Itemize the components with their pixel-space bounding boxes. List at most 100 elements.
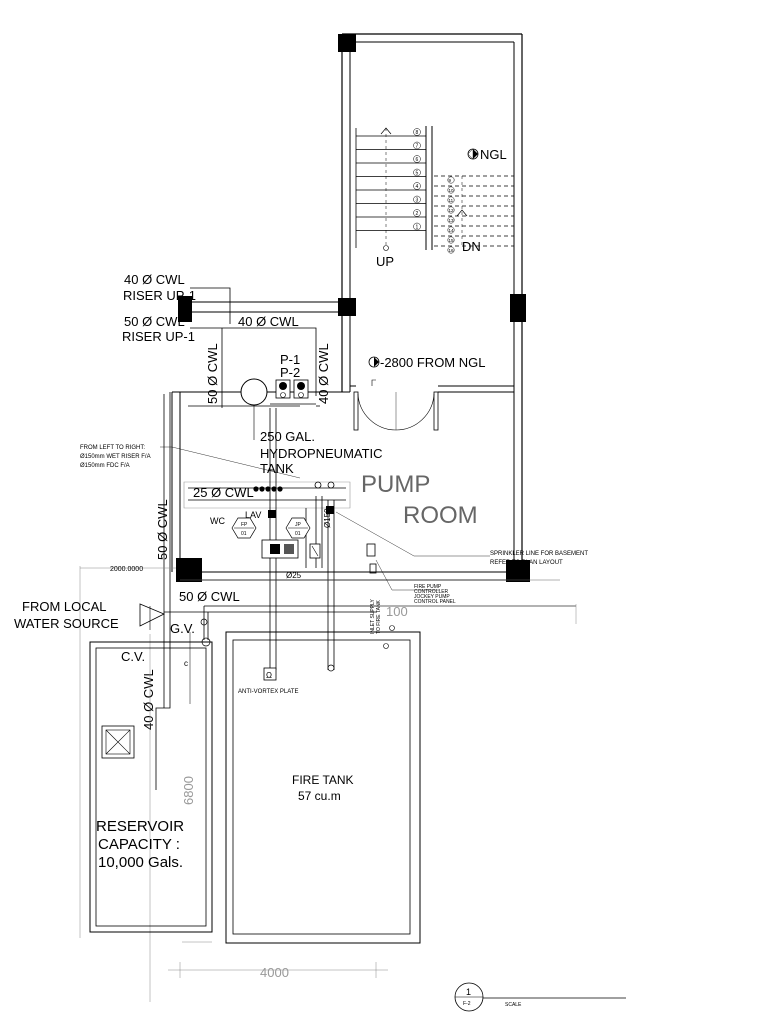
dia-150-label: Ø150 [323,508,332,528]
sheet-ref: F-2 [463,1001,471,1007]
inlet-note-1: INLET SUPPLY [370,599,376,634]
inlet-note-2: TO FIRE TANK [376,599,382,634]
fp-label: FP [241,522,248,528]
from-left-note-1: FROM LEFT TO RIGHT: [80,445,145,451]
sheet-number: 1 [466,987,471,997]
jp-label: JP [295,522,302,528]
ngl-label: NGL [480,147,507,162]
dim-4000: 4000 [260,965,289,980]
step-number-circle-down [447,176,455,184]
fire-tank-label-1: FIRE TANK [292,773,354,787]
riser2-name: RISER UP-1 [122,329,195,344]
step-number-down: 15 [449,238,455,243]
fire-pump-note-1: FIRE PUMP [414,584,442,590]
step-number: 1 [416,225,419,231]
pipe-50-left-label: 50 Ø CWL [205,343,220,404]
jockey-pump-tag: JP 01 [285,517,311,539]
up-label: UP [376,254,394,269]
reservoir: c [89,641,213,933]
step-number-circle [413,168,421,177]
pump-p1-label: P-1 [280,352,300,367]
step-number-down: 9 [449,178,452,183]
step-number-circle [413,209,421,217]
step-number: 6 [416,157,419,163]
pipe-50-mid-label: 50 Ø CWL [155,499,170,560]
fire-pump-note-3: JOCKEY PUMP [414,594,450,600]
tank-label-3: TANK [260,461,294,476]
tank-label-1: 250 GAL. [260,429,315,444]
step-number-down: 12 [449,208,455,213]
cv-label: C.V. [121,649,145,664]
jp-num: 01 [295,531,301,537]
step-number-circle-down [447,196,455,204]
room-label-2: ROOM [403,502,478,529]
step-number-down: 16 [449,248,455,253]
tank-label-2: HYDROPNEUMATIC [260,446,383,461]
step-number: 3 [416,198,419,204]
step-number-circle-down [447,226,455,234]
step-number: 2 [416,211,419,217]
room-label-1: PUMP [361,471,430,498]
fp-num: 01 [241,531,247,537]
pipe-50-bottom-label: 50 Ø CWL [179,589,240,604]
fire-pump-note-2: CONTROLLER [414,589,449,595]
pipe-25-label: 25 Ø CWL [193,485,254,500]
step-number: 4 [416,184,419,190]
pump-set-icon [270,379,316,405]
dim-2000: 2000.0000 [110,566,143,573]
antivortex-label: ANTI-VORTEX PLATE [238,689,298,695]
vortex-mark: Ω [266,671,272,680]
riser2-size: 50 Ø CWL [124,314,185,329]
step-number-circle-down [447,206,455,214]
fire-tank-label-2: 57 cu.m [298,789,341,803]
column-left-mid [178,296,192,322]
fire-pump-note-4: CONTROL PANEL [414,599,456,605]
step-number: 5 [416,171,419,177]
column-bottom-right [506,560,530,582]
step-number-circle [413,155,421,163]
pipe-40-top-label: 40 Ø CWL [238,314,299,329]
fire-pump-tag: FP 01 [231,517,257,539]
step-number-circle-down [447,236,455,244]
dimensions [79,566,577,1002]
reservoir-c-mark: c [184,659,188,668]
step-number-circle-down [447,216,455,224]
gate-valve-icon [139,603,211,647]
step-number-down: 13 [449,218,455,223]
reservoir-label-2: CAPACITY : [98,836,180,853]
scale-label: SCALE [505,1002,522,1008]
manhole-icon [101,725,135,759]
dn-label: DN [462,239,481,254]
from-left-note-3: Ø150mm FDC F/A [80,463,130,469]
jockey-pump-panel [369,563,377,574]
step-number-down: 10 [449,188,455,193]
dia-25-label: Ø25 [286,571,302,580]
step-number-circle [413,195,421,204]
sheet-marker [454,982,626,1012]
gv-label: G.V. [170,621,195,636]
fire-pump-controller [366,543,376,557]
from-local-2: WATER SOURCE [14,616,119,631]
step-number-circle [413,222,421,231]
step-number-circle-down [447,186,455,194]
sprinkler-note-2: REFER TO PLAN LAYOUT [490,560,563,566]
fire-pump-icon [261,539,321,559]
step-number-circle [413,128,421,136]
level-label: -2800 FROM NGL [380,355,485,370]
from-left-note-2: Ø150mm WET RISER F/A [80,454,151,460]
riser1-name: RISER UP-1 [123,288,196,303]
level-marker-icon [467,148,479,160]
riser1-size: 40 Ø CWL [124,272,185,287]
step-number-circle [413,182,421,190]
reservoir-label-1: RESERVOIR [96,818,184,835]
step-number: 8 [416,130,419,136]
valve-row-icon [253,481,335,518]
column-center [338,298,356,316]
column-right-mid [510,294,526,322]
pipe-40-right-label: 40 Ø CWL [316,343,331,404]
sprinkler-note-1: SPRINKLER LINE FOR BASEMENT [490,551,588,557]
dim-100: 100 [386,604,408,619]
from-local-1: FROM LOCAL [22,599,107,614]
